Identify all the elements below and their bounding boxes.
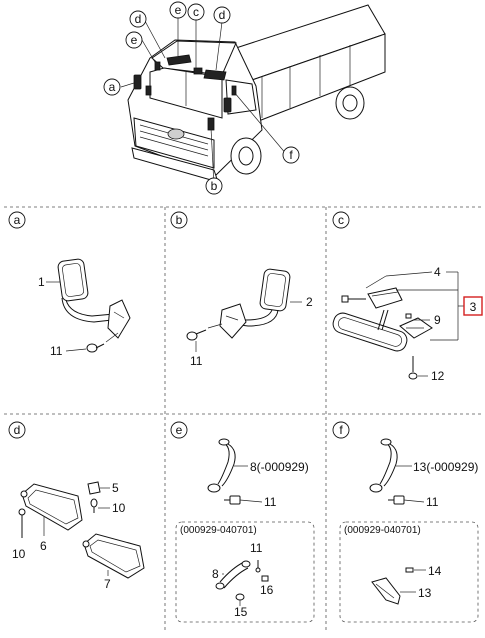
overview-callout-b: b — [205, 177, 223, 195]
part-number: 8 — [212, 567, 219, 581]
part-number: 13 — [418, 586, 432, 600]
part-number: 10 — [112, 501, 126, 515]
side-mirror-left — [57, 258, 89, 302]
callout-label: c — [193, 5, 199, 19]
panel-c: c 4 9 12 3 — [332, 211, 483, 383]
part-number: 11 — [50, 344, 63, 358]
grid-dividers — [4, 206, 482, 630]
part-number: 16 — [260, 583, 274, 597]
overview-callout-d-left: d — [129, 10, 147, 28]
part-number: 1 — [38, 275, 45, 289]
part-number-highlighted: 3 — [470, 300, 477, 314]
part-number: 10 — [12, 547, 26, 561]
grip-handle — [379, 441, 392, 485]
version-range-note: (000929-040701) — [344, 525, 421, 536]
overview-callout-d-right: d — [213, 6, 231, 24]
sun-visor-right — [83, 533, 145, 579]
panel-e: e 8(-000929) 11 (000929-040701) 8 11 16 — [170, 421, 315, 623]
panel-f: f 13(-000929) 11 (000929-040701) 14 13 — [332, 421, 479, 623]
part-number: 5 — [112, 481, 119, 495]
variant-box — [175, 521, 315, 623]
part-number: 11 — [190, 354, 203, 368]
part-number: 11 — [426, 495, 439, 509]
panel-letter: e — [176, 423, 183, 437]
overview-leaders — [120, 16, 288, 187]
truck-overview — [127, 4, 386, 183]
part-number: 15 — [234, 605, 248, 619]
part-number: 11 — [264, 495, 277, 509]
part-number: 9 — [434, 313, 441, 327]
sun-visor-left — [21, 483, 83, 531]
part-number: 2 — [306, 295, 313, 309]
overview-callout-e-left: e — [125, 31, 143, 49]
panel-a: a 1 11 — [8, 211, 131, 358]
panel-b: b 2 11 — [170, 211, 313, 368]
part-number: 6 — [40, 539, 47, 553]
part-number: 4 — [434, 265, 441, 279]
panel-letter: b — [176, 213, 183, 227]
overview-callout-c: c — [187, 3, 205, 21]
part-number: 13(-000929) — [413, 460, 478, 474]
overview-callout-a: a — [103, 78, 121, 96]
grip-handle — [217, 441, 230, 485]
variant-box — [339, 521, 479, 623]
panel-letter: a — [14, 213, 21, 227]
callout-label: f — [289, 148, 293, 162]
highlight-box — [463, 296, 483, 316]
callout-label: e — [175, 3, 182, 17]
part-number: 14 — [428, 564, 442, 578]
callout-label: e — [131, 33, 138, 47]
room-mirror — [332, 312, 408, 352]
panel-letter: c — [338, 213, 344, 227]
panel-letter: d — [14, 423, 21, 437]
version-range-note: (000929-040701) — [180, 525, 257, 536]
part-number: 8(-000929) — [250, 460, 309, 474]
overview-callout-e-top: e — [169, 1, 187, 19]
overview-callout-f: f — [282, 146, 300, 164]
panel-letter: f — [339, 423, 343, 437]
callout-label: a — [109, 80, 116, 94]
part-number: 11 — [250, 541, 263, 555]
callout-label: d — [135, 12, 142, 26]
side-mirror-right — [259, 268, 291, 312]
panel-d: d 5 10 6 10 7 — [8, 421, 145, 591]
callout-label: d — [219, 8, 226, 22]
part-number: 12 — [431, 369, 445, 383]
part-number: 7 — [104, 577, 111, 591]
callout-label: b — [211, 179, 218, 193]
